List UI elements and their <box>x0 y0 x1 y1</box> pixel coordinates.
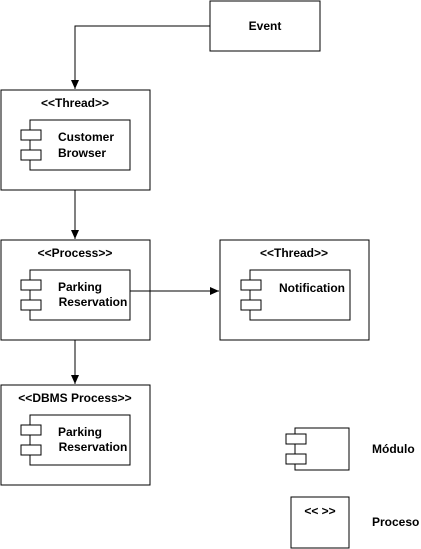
component-port-icon <box>240 299 262 311</box>
thread-notification-stereotype: <<Thread>> <box>260 246 328 260</box>
thread-customer-node: <<Thread>> Customer Browser <box>0 89 151 191</box>
process-parking-node: <<Process>> Parking Reservation <box>0 239 151 341</box>
legend-module-label: Módulo <box>372 442 415 456</box>
component-port-icon <box>20 129 42 141</box>
thread-customer-stereotype: <<Thread>> <box>41 96 109 110</box>
dbms-process-node: <<DBMS Process>> Parking Reservation <box>0 384 151 486</box>
component-port-icon <box>20 149 42 161</box>
legend-module-icon <box>285 427 350 471</box>
legend-process-label: Proceso <box>372 515 419 529</box>
event-label: Event <box>249 19 282 33</box>
dbms-parking-label-line2: Reservation <box>59 440 128 454</box>
component-body <box>29 119 131 171</box>
component-port-icon <box>20 444 42 456</box>
event-to-thread-arrow <box>71 25 210 89</box>
component-port-icon <box>20 279 42 291</box>
notification-label: Notification <box>279 281 345 295</box>
process-parking-stereotype: <<Process>> <box>38 246 113 260</box>
notification-component: Notification <box>240 269 351 321</box>
event-node: Event <box>209 0 321 52</box>
component-body <box>29 414 131 466</box>
legend-process-icon: << >> <box>290 496 350 549</box>
legend: Módulo << >> Proceso <box>285 427 419 549</box>
component-body <box>29 269 131 321</box>
dbms-process-stereotype: <<DBMS Process>> <box>18 391 131 405</box>
dbms-parking-label-line1: Parking <box>58 425 102 439</box>
component-port-icon <box>240 279 262 291</box>
parking-reservation-label-line1: Parking <box>58 280 102 294</box>
dbms-parking-reservation-component: Parking Reservation <box>20 414 131 466</box>
component-port-icon <box>20 424 42 436</box>
customer-browser-label-line2: Browser <box>58 146 106 160</box>
component-body <box>249 269 351 321</box>
thread-notification-node: <<Thread>> Notification <box>219 239 370 341</box>
parking-reservation-component: Parking Reservation <box>20 269 131 321</box>
legend-process-symbol: << >> <box>304 504 335 518</box>
customer-browser-label-line1: Customer <box>58 130 114 144</box>
parking-reservation-label-line2: Reservation <box>59 295 128 309</box>
customer-browser-component: Customer Browser <box>20 119 131 171</box>
component-port-icon <box>20 299 42 311</box>
